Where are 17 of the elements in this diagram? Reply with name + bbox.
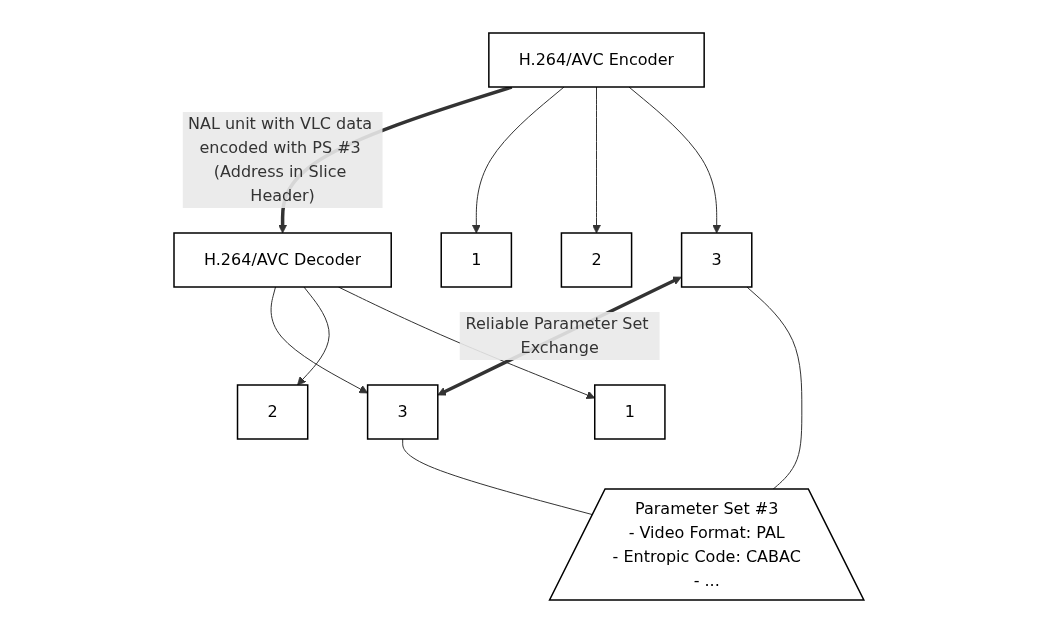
edge-label: NAL unit with VLC data encoded with PS #3 (Address in Slice Header) [188,114,373,205]
node-box: 1 [594,384,666,440]
node-box: 2 [560,232,633,288]
arrow [297,286,330,386]
edge-label: Reliable Parameter Set Exchange [465,314,649,357]
node-box: H.264/AVC Encoder [488,32,705,88]
connector [746,286,803,490]
node-box: 2 [236,384,309,440]
arrow [437,276,682,396]
arrow [472,86,565,234]
node-box: 3 [366,384,439,440]
arrow [628,86,722,234]
node-box: H.264/AVC Decoder [173,232,393,288]
node-box: 1 [440,232,513,288]
node-box: 3 [680,232,753,288]
connector [402,438,594,516]
arrow [592,86,601,234]
